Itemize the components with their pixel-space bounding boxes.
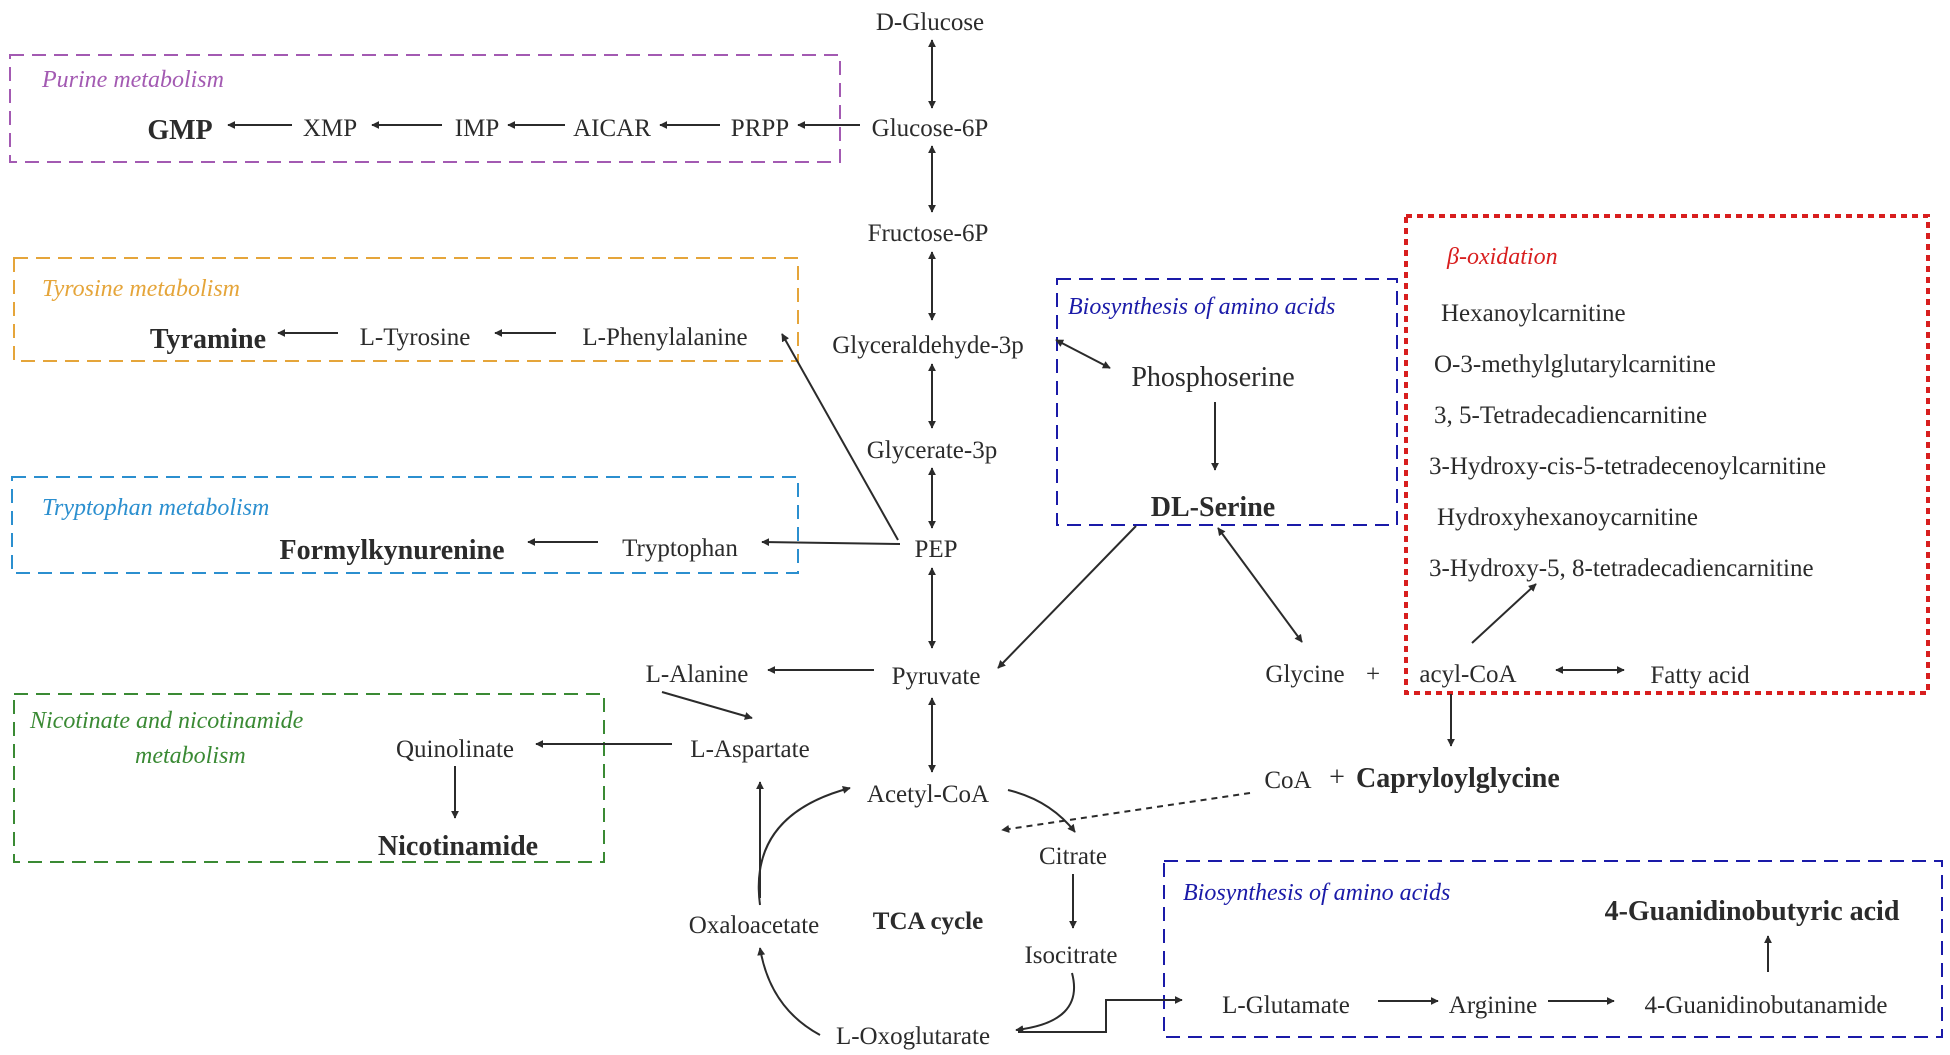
arrow-dlserine-glycine xyxy=(1217,527,1303,643)
beta-item: Hydroxyhexanoycarnitine xyxy=(1437,504,1698,531)
dl-serine-node: DL-Serine xyxy=(1151,492,1275,523)
amino-top-box xyxy=(1056,278,1398,526)
coa-node: CoA xyxy=(1264,767,1311,794)
l-oxoglutarate-node: L-Oxoglutarate xyxy=(836,1023,990,1050)
guanidinobutyric-acid-node: 4-Guanidinobutyric acid xyxy=(1605,896,1900,927)
l-phenylalanine-node: L-Phenylalanine xyxy=(582,324,747,351)
tyrosine-box xyxy=(13,257,799,362)
arrow-acetylcoa-citrate xyxy=(1007,789,1076,833)
quinolinate-node: Quinolinate xyxy=(396,736,514,763)
beta-item: 3-Hydroxy-cis-5-tetradecenoylcarnitine xyxy=(1429,453,1826,480)
prpp-node: PRPP xyxy=(731,115,789,142)
acyl-coa-node: acyl-CoA xyxy=(1419,661,1516,688)
arginine-node: Arginine xyxy=(1449,992,1537,1019)
pyruvate-node: Pyruvate xyxy=(892,663,981,690)
gmp-node: GMP xyxy=(147,115,212,146)
arrow-dlserine-pyruvate xyxy=(997,525,1137,669)
beta-oxidation-list: Hexanoylcarnitine O-3-methylglutarylcarn… xyxy=(1429,300,1826,582)
formylkynurenine-node: Formylkynurenine xyxy=(279,535,504,566)
arrow-pep-tryptophan xyxy=(761,538,901,547)
glycine-node: Glycine xyxy=(1265,661,1344,688)
purine-box xyxy=(9,54,841,163)
nicotinate-title-line1: Nicotinate and nicotinamide xyxy=(29,708,304,734)
tryptophan-box xyxy=(11,476,799,574)
arrow-acylcoa-betaoxidation xyxy=(1471,583,1537,644)
acetyl-coa-node: Acetyl-CoA xyxy=(867,781,989,808)
glucose-6p-node: Glucose-6P xyxy=(872,115,989,142)
amino-top-title: Biosynthesis of amino acids xyxy=(1068,294,1335,320)
nicotinate-box xyxy=(13,693,605,863)
glycerate-3p-node: Glycerate-3p xyxy=(867,437,997,464)
tyrosine-title: Tyrosine metabolism xyxy=(42,276,240,302)
tryptophan-node: Tryptophan xyxy=(622,535,738,562)
capryloylglycine-node: Capryloylglycine xyxy=(1356,763,1560,794)
arrow-coa-acetylcoa xyxy=(1001,792,1251,833)
isocitrate-node: Isocitrate xyxy=(1024,942,1117,969)
l-aspartate-node: L-Aspartate xyxy=(690,736,809,763)
plus-sign: + xyxy=(1366,661,1380,688)
beta-oxidation-title: β-oxidation xyxy=(1446,244,1558,270)
fructose-6p-node: Fructose-6P xyxy=(868,220,989,247)
phosphoserine-node: Phosphoserine xyxy=(1131,362,1294,393)
glyceraldehyde-3p-node: Glyceraldehyde-3p xyxy=(832,332,1024,359)
arrow-oxoglutarate-glutamate xyxy=(1018,996,1183,1033)
arrow-oxoglutarate-oxaloacetate xyxy=(757,947,821,1036)
plus-sign: + xyxy=(1329,762,1345,793)
l-glutamate-node: L-Glutamate xyxy=(1222,992,1350,1019)
arrow-alanine-aspartate xyxy=(661,691,753,720)
imp-node: IMP xyxy=(455,115,499,142)
beta-item: O-3-methylglutarylcarnitine xyxy=(1434,351,1716,378)
nicotinamide-node: Nicotinamide xyxy=(378,831,538,862)
tyramine-node: Tyramine xyxy=(150,324,266,355)
beta-item: 3, 5-Tetradecadiencarnitine xyxy=(1434,402,1707,429)
arrow-oxaloacetate-acetylcoa xyxy=(757,785,851,906)
amino-bottom-box xyxy=(1163,860,1943,1038)
citrate-node: Citrate xyxy=(1039,843,1107,870)
amino-bottom-title: Biosynthesis of amino acids xyxy=(1183,880,1450,906)
l-alanine-node: L-Alanine xyxy=(646,661,749,688)
purine-title: Purine metabolism xyxy=(41,67,224,93)
xmp-node: XMP xyxy=(303,115,357,142)
arrow-pep-phenylalanine xyxy=(781,333,899,541)
beta-item: Hexanoylcarnitine xyxy=(1441,300,1626,327)
fatty-acid-node: Fatty acid xyxy=(1650,662,1750,689)
nicotinate-title-line2: metabolism xyxy=(135,743,246,769)
tca-cycle-label: TCA cycle xyxy=(873,908,983,935)
l-tyrosine-node: L-Tyrosine xyxy=(360,324,471,351)
guanidinobutanamide-node: 4-Guanidinobutanamide xyxy=(1645,992,1888,1019)
beta-item: 3-Hydroxy-5, 8-tetradecadiencarnitine xyxy=(1429,555,1814,582)
oxaloacetate-node: Oxaloacetate xyxy=(689,912,819,939)
pep-node: PEP xyxy=(914,536,957,563)
aicar-node: AICAR xyxy=(573,115,651,142)
beta-oxidation-box xyxy=(1404,214,1930,695)
arrow-glyceraldehyde3p-phosphoserine xyxy=(1055,339,1111,369)
d-glucose-node: D-Glucose xyxy=(876,9,984,36)
arrow-isocitrate-oxoglutarate xyxy=(1015,972,1076,1034)
tryptophan-title: Tryptophan metabolism xyxy=(42,495,269,521)
